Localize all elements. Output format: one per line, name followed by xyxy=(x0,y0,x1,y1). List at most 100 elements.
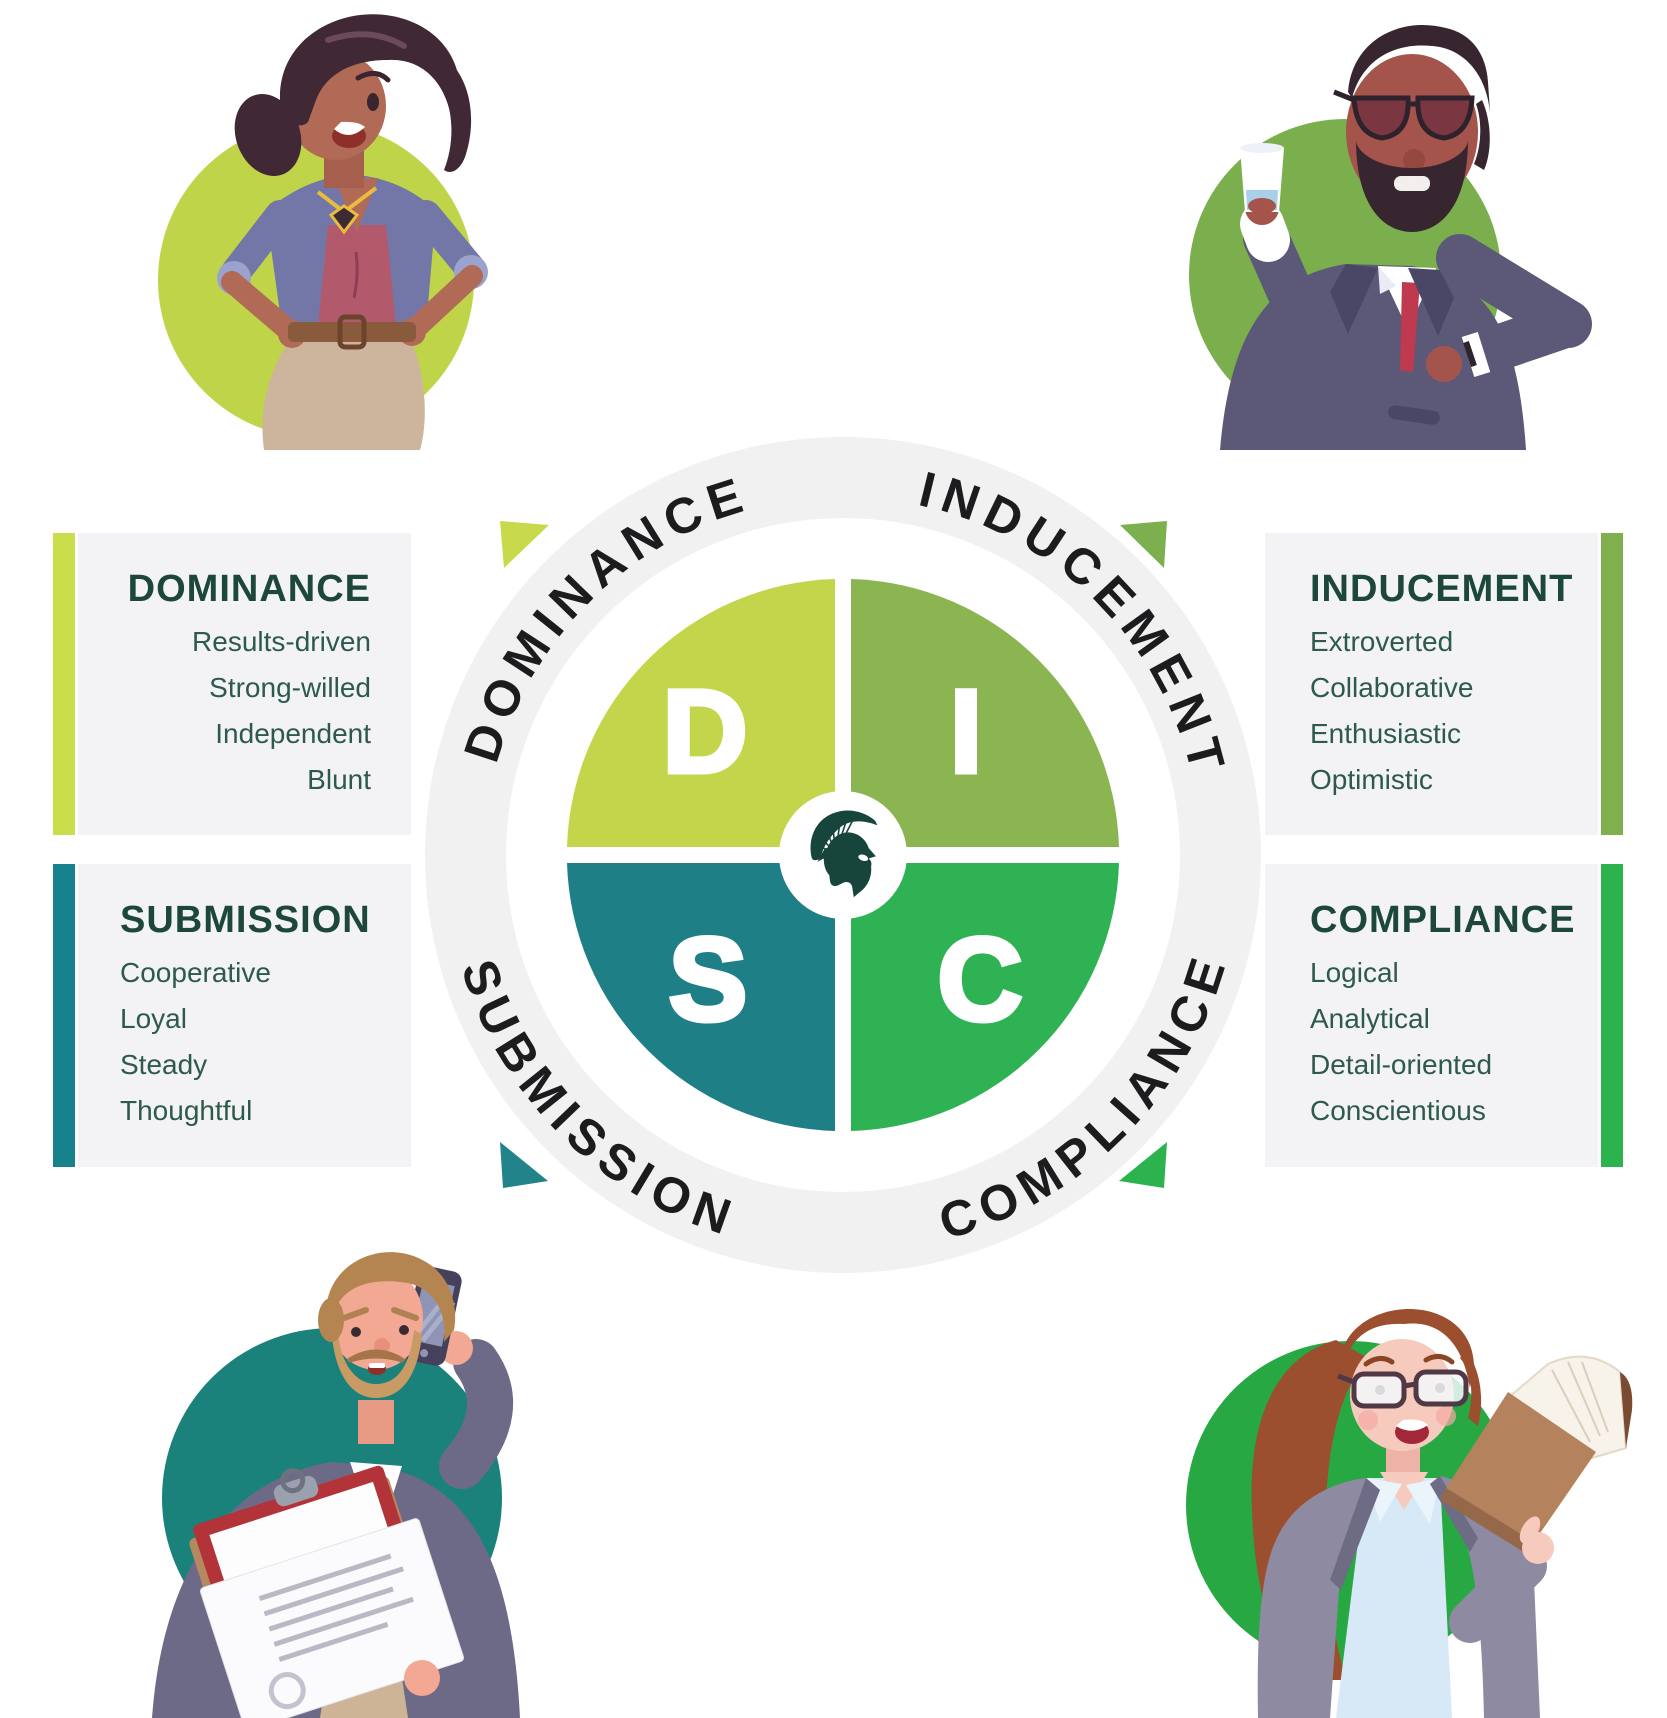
shirt xyxy=(1336,1478,1452,1718)
sunglasses-right-lens xyxy=(1415,95,1475,141)
left-upper-arm xyxy=(221,200,295,287)
skirt xyxy=(262,342,425,450)
trait: Enthusiastic xyxy=(1310,718,1461,749)
eyebrows xyxy=(1363,1354,1455,1367)
submission-title: SUBMISSION xyxy=(120,899,371,941)
corner-triangle-top-left xyxy=(500,521,549,568)
tie xyxy=(1400,282,1420,372)
collar-left xyxy=(1378,266,1396,294)
mustache xyxy=(347,1349,405,1363)
hair-highlight xyxy=(325,31,407,49)
page-edges xyxy=(1551,1361,1609,1443)
pendant xyxy=(328,204,360,235)
right-forearm xyxy=(405,265,483,339)
inducement-panel: INDUCEMENT Extroverted Collaborative Ent… xyxy=(1265,533,1623,835)
inducement-panel-body: INDUCEMENT Extroverted Collaborative Ent… xyxy=(1265,533,1598,835)
trait: Cooperative xyxy=(120,957,271,988)
quadrant-d xyxy=(567,579,835,847)
hair-bun xyxy=(234,94,302,176)
compliance-title: COMPLIANCE xyxy=(1310,899,1576,941)
watch-band xyxy=(1463,341,1477,367)
helmet-head xyxy=(817,832,876,898)
character-inducement-illustration xyxy=(1189,24,1592,450)
neck xyxy=(358,1400,394,1444)
quadrant-s xyxy=(567,863,835,1131)
fingers xyxy=(1248,198,1276,214)
trait: Thoughtful xyxy=(120,1095,253,1126)
sleeve xyxy=(1449,1545,1547,1643)
phone-button xyxy=(420,1349,429,1358)
lapel-left xyxy=(1330,264,1378,334)
corner-triangle-bottom-left xyxy=(500,1142,548,1188)
trait: Results-driven xyxy=(192,626,371,657)
cuff xyxy=(1240,202,1290,262)
character-dominance-illustration xyxy=(158,14,488,450)
trait: Loyal xyxy=(120,1003,187,1034)
spartan-helmet-icon xyxy=(810,810,878,898)
eyebrow xyxy=(355,71,391,83)
belt xyxy=(288,322,416,342)
trait: Extroverted xyxy=(1310,626,1454,657)
eye-left xyxy=(351,1327,361,1337)
document-stack xyxy=(189,1465,465,1718)
compliance-accent-bar xyxy=(1601,864,1623,1167)
raised-arm xyxy=(439,1339,514,1489)
fist xyxy=(1426,346,1462,382)
left-forearm xyxy=(221,271,299,341)
blush-right xyxy=(1436,1406,1456,1426)
letter-s: S xyxy=(669,914,748,1046)
trait: Logical xyxy=(1310,957,1399,988)
glasses-right-lens xyxy=(1413,1369,1469,1407)
letter-d: D xyxy=(662,666,747,798)
trait: Optimistic xyxy=(1310,764,1433,795)
hair-strand xyxy=(1460,1350,1482,1426)
trait: Analytical xyxy=(1310,1003,1430,1034)
glasses-left-lens xyxy=(1351,1371,1407,1409)
jacket-left xyxy=(1257,1478,1380,1718)
chest xyxy=(1380,1472,1428,1510)
glasses-frame xyxy=(1337,1373,1417,1389)
disc-wheel: D I S C DOMINANCE INDUCEMENT SUBMISSION … xyxy=(425,437,1261,1273)
detail-line xyxy=(352,251,359,299)
helmet-crest xyxy=(810,810,878,861)
lapel-right xyxy=(1430,1476,1478,1552)
trait: Collaborative xyxy=(1310,672,1474,703)
mouth xyxy=(1394,176,1430,191)
trait: Independent xyxy=(215,718,371,749)
hair xyxy=(325,1252,456,1342)
dominance-panel-body: DOMINANCE Results-driven Strong-willed I… xyxy=(78,533,411,835)
thumb xyxy=(1519,1516,1541,1544)
lapel-right xyxy=(1408,268,1454,336)
compliance-panel-body: COMPLIANCE Logical Analytical Detail-ori… xyxy=(1265,864,1598,1167)
belt-buckle xyxy=(337,314,367,350)
open-book xyxy=(1440,1355,1633,1556)
book-spine xyxy=(1620,1372,1633,1448)
trait: Strong-willed xyxy=(209,672,371,703)
sunglasses-frame xyxy=(1333,89,1418,107)
dominance-title: DOMINANCE xyxy=(127,568,371,610)
teeth xyxy=(1396,1419,1428,1431)
book-cover xyxy=(1446,1392,1596,1542)
compliance-panel: COMPLIANCE Logical Analytical Detail-ori… xyxy=(1265,864,1623,1167)
corner-triangle-bottom-right xyxy=(1119,1142,1167,1188)
hair-strand xyxy=(434,60,472,173)
inducement-title: INDUCEMENT xyxy=(1310,568,1574,610)
trait: Conscientious xyxy=(1310,1095,1486,1126)
hair xyxy=(279,14,461,126)
seal xyxy=(268,1672,306,1710)
cup-rim xyxy=(1240,143,1284,153)
corner-triangle-top-right xyxy=(1120,521,1167,568)
teeth xyxy=(334,121,365,136)
trait: Steady xyxy=(120,1049,208,1080)
arm-forearm xyxy=(1457,301,1591,377)
dominance-panel: DOMINANCE Results-driven Strong-willed I… xyxy=(53,533,411,835)
dominance-accent-bar xyxy=(53,533,75,835)
collar-right xyxy=(1406,1478,1440,1524)
clip-ring xyxy=(280,1468,306,1494)
submission-accent-bar xyxy=(53,864,75,1167)
hair xyxy=(1348,24,1490,112)
sideburn xyxy=(1474,100,1490,170)
quadrant-i xyxy=(851,579,1119,847)
inducement-accent-bar xyxy=(1601,533,1623,835)
